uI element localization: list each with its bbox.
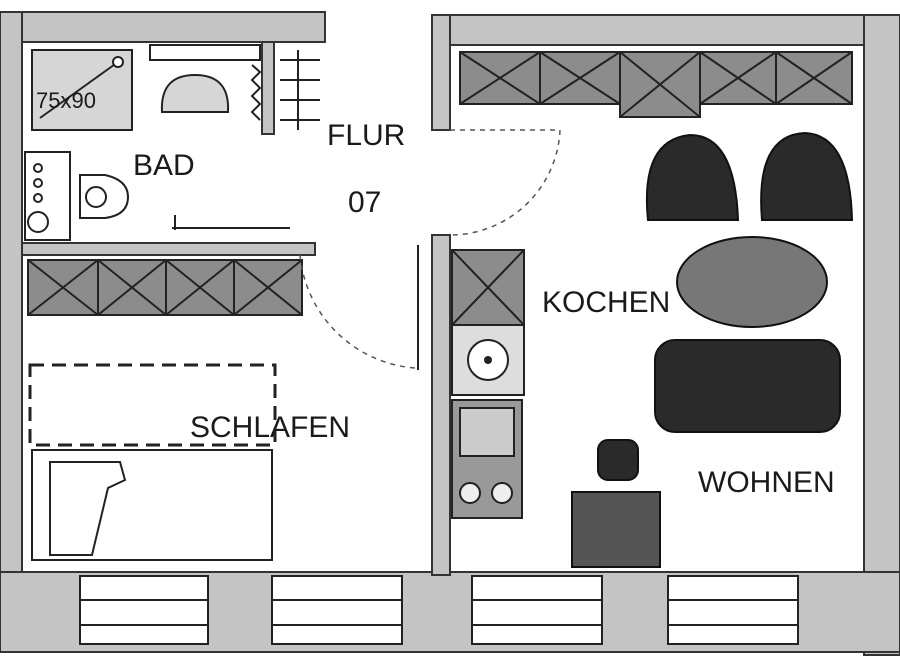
bed xyxy=(28,363,277,561)
shower: 75x90 xyxy=(31,49,133,131)
wardrobe-living xyxy=(459,51,853,118)
kitchen-unit xyxy=(451,249,525,519)
room-label-schlafen: SCHLAFEN xyxy=(190,411,350,444)
room-label-flur: FLUR xyxy=(327,119,405,152)
flur-number: 07 xyxy=(348,186,381,219)
doors xyxy=(172,129,561,370)
shower-size-label: 75x90 xyxy=(36,88,96,113)
living-furniture xyxy=(571,131,854,568)
windows xyxy=(79,575,799,645)
room-label-wohnen: WOHNEN xyxy=(698,466,835,499)
sink xyxy=(149,44,262,121)
room-label-kochen: KOCHEN xyxy=(542,286,670,319)
wardrobe-bedroom xyxy=(27,259,303,316)
coat-rack xyxy=(280,50,320,130)
room-label-bad: BAD xyxy=(133,149,195,182)
toilet xyxy=(24,151,130,241)
